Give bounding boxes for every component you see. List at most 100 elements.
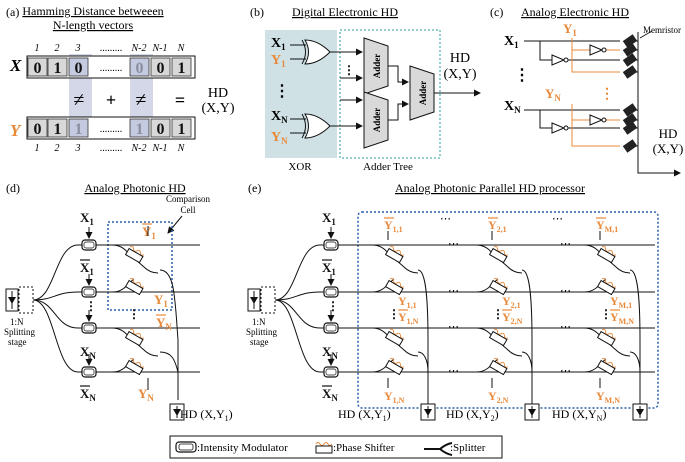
d-cell-n-ps-1-wave [129,328,145,339]
memristor [622,34,638,48]
e-hdots-7: ⋯ [560,321,571,333]
e-split-line3: stage [250,337,269,347]
arrow-adder2-adder3 [388,100,409,121]
d-vdots-2: ⋮ [128,307,140,321]
panel-d: (d) Analog Photonic HD Comparison Cell 1… [4,181,233,423]
x-vector-dots: ......... [100,63,123,74]
c-vdots-orange: ⋮ [600,87,614,102]
xor-gate-1 [304,39,331,65]
e-hdots-3: ⋯ [560,238,571,250]
e-combiner-1 [521,269,533,404]
c-wire-y1 [571,38,620,73]
c-xn-label: XN [504,99,521,115]
legend-frame [169,435,503,459]
e-col-vdots-2: ⋮ [600,307,612,321]
c-hd-line2: (X,Y) [653,141,684,156]
c-inverter-1-bubble [563,57,569,63]
e-bot-label-0: Y1,N [384,389,405,405]
e-cell-1-n-ps-2-body [488,359,508,376]
plus-sign: + [106,90,116,110]
e-hdots-6: ⋯ [448,321,459,333]
e-top-label-1: Y2,1 [488,218,507,234]
e-cell-2-1-ps-1-wave [601,245,617,256]
d-vdots: ⋮ [85,299,97,313]
x-vector-bit: 1 [54,60,62,77]
d-modulator-0 [81,239,97,251]
top-index: 2 [55,43,60,54]
d-modulator-1-inner [83,288,95,296]
e-cell-1-1-ps-1-wave [493,245,509,256]
xor-gate-n [304,113,331,139]
e-vdots: ⋮ [327,299,339,313]
b-yn-label: YN [271,130,288,146]
xor-label: XOR [288,161,312,173]
e-combiner-b-1 [521,351,533,373]
y-vector-cell [68,118,89,138]
panel-b-title: Digital Electronic HD [292,5,398,19]
e-cell-0-1-ps-2 [384,277,405,296]
c-y1-label: Y1 [563,21,577,38]
adder-1-label: Adder [372,54,382,79]
d-cell-1-ps-2-body [124,279,144,296]
xor-gate-1-arc [301,39,306,65]
y-vector-bit: 1 [178,121,186,138]
e-hdots-9: ⋯ [560,365,571,377]
panel-b-tag: (b) [250,5,264,19]
adder-3 [409,65,435,121]
e-hdots-8: ⋯ [448,365,459,377]
c-hd-line1: HD [659,126,678,141]
d-cell-n-ps-2-wave [129,357,145,368]
d-x1-label: X1 [80,210,94,227]
legend-modulator-inner [178,443,194,451]
bottom-index: N-2 [131,143,147,154]
arrow-adder1-adder3 [388,65,409,86]
adder-tree-block [339,29,441,159]
legend-modulator-label: :Intensity Modulator [197,442,288,454]
c-inverter-4 [589,114,604,126]
e-waveguide-3 [274,299,655,373]
d-split-line1: 1:N [10,317,24,327]
c-x1-label: X1 [504,34,519,50]
e-modulator-1 [323,286,339,298]
d-y1-label: Y1 [154,292,168,309]
e-bot-label-2: YM,N [596,389,620,405]
y-vector-cell [129,118,150,138]
comparison-cell-box [107,221,173,311]
d-cell-1-ps-1-wave [129,245,145,256]
d-modulator-0-inner [83,241,95,249]
d-cell-1-ps-2 [124,277,145,296]
c-inverter-3 [551,122,566,134]
x-vector-bit: 1 [178,60,186,77]
legend: :Intensity Modulator :Phase Shifter :Spl… [169,435,503,459]
e-split-line2: Splitting [246,327,278,337]
adder-tree-label: Adder Tree [363,161,413,173]
panel-c: (c) Analog Electronic HD Memristor X1 Y1… [490,5,684,177]
panel-e: (e) Analog Photonic Parallel HD processo… [246,181,659,423]
x-vector-cell [171,57,192,77]
x-vector-cell [47,57,68,77]
e-xn-label: XN [322,344,338,361]
e-cell-2-1-ps-1 [596,245,617,264]
e-cell-0-1-ps-1-wave [389,245,405,256]
e-cell-0-n-ps-1-wave [389,328,405,339]
comparison-cell-line2: Cell [181,205,196,215]
b-vdots-2: ⋮ [343,63,355,77]
y-vector-cell [150,118,171,138]
panel-d-title: Analog Photonic HD [84,181,186,195]
e-col-vdots-0: ⋮ [388,307,400,321]
e-splitter-box [260,286,276,314]
d-cell-n-ps-2 [124,357,145,376]
e-cell-2-n-ps-2 [596,357,617,376]
e-mid-a-label-1: Y2,1 [502,294,521,310]
e-mid-b-label-1: Y2,N [502,310,523,326]
d-splitter-box [18,286,34,314]
d-cell-n-ps-2-body [124,359,144,376]
x-vector-cell [150,57,171,77]
e-modulator-3-inner [325,368,337,376]
e-cell-0-1-ps-2-wave [389,277,405,288]
comparison-cell-pointer [167,215,183,234]
